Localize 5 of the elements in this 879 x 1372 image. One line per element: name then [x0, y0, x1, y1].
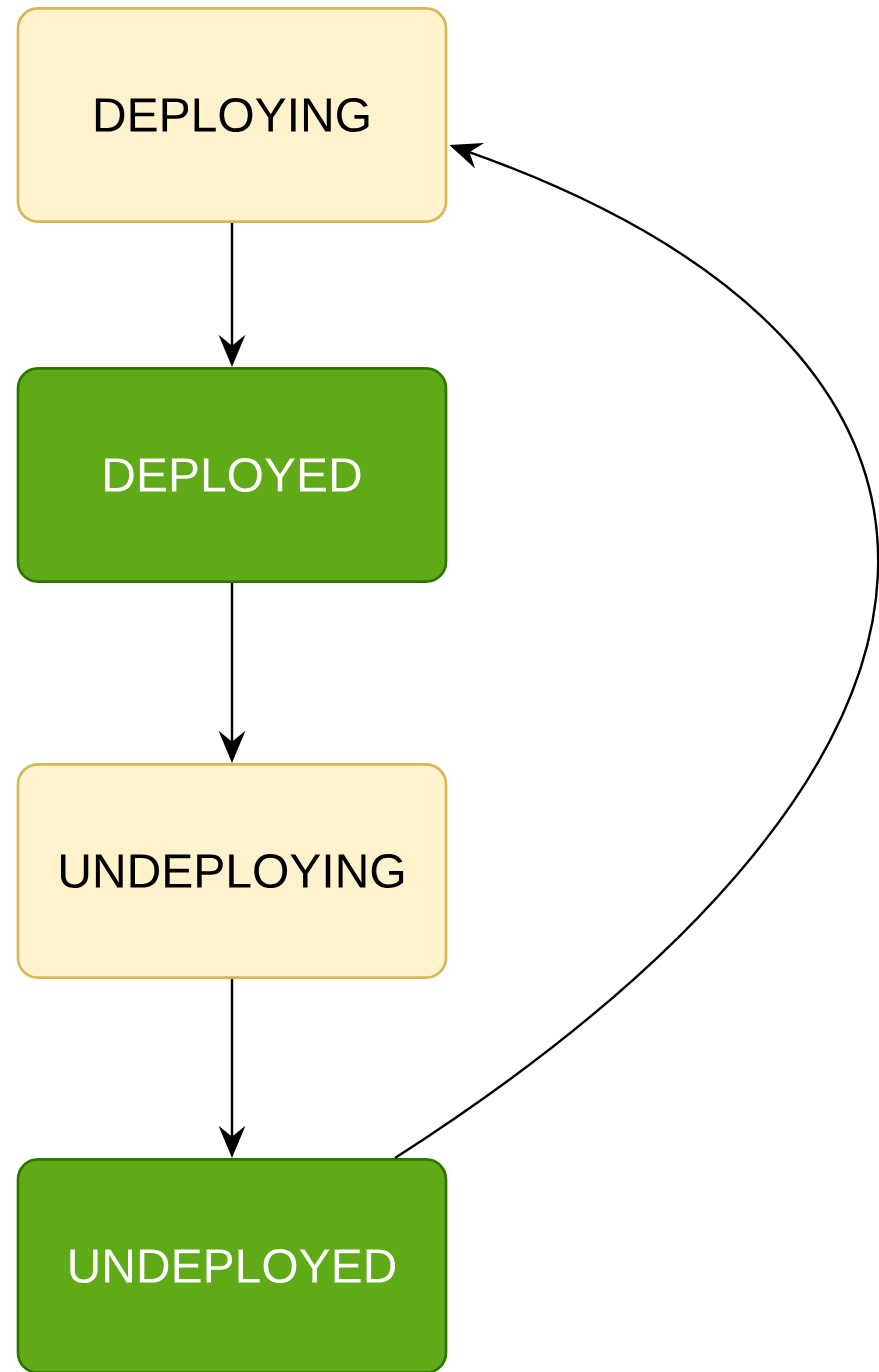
state-box: UNDEPLOYING — [16, 763, 448, 979]
arrow — [394, 143, 879, 1159]
state-box: DEPLOYING — [16, 7, 448, 223]
state-box: DEPLOYED — [16, 367, 448, 583]
state-box: UNDEPLOYED — [16, 1158, 448, 1372]
